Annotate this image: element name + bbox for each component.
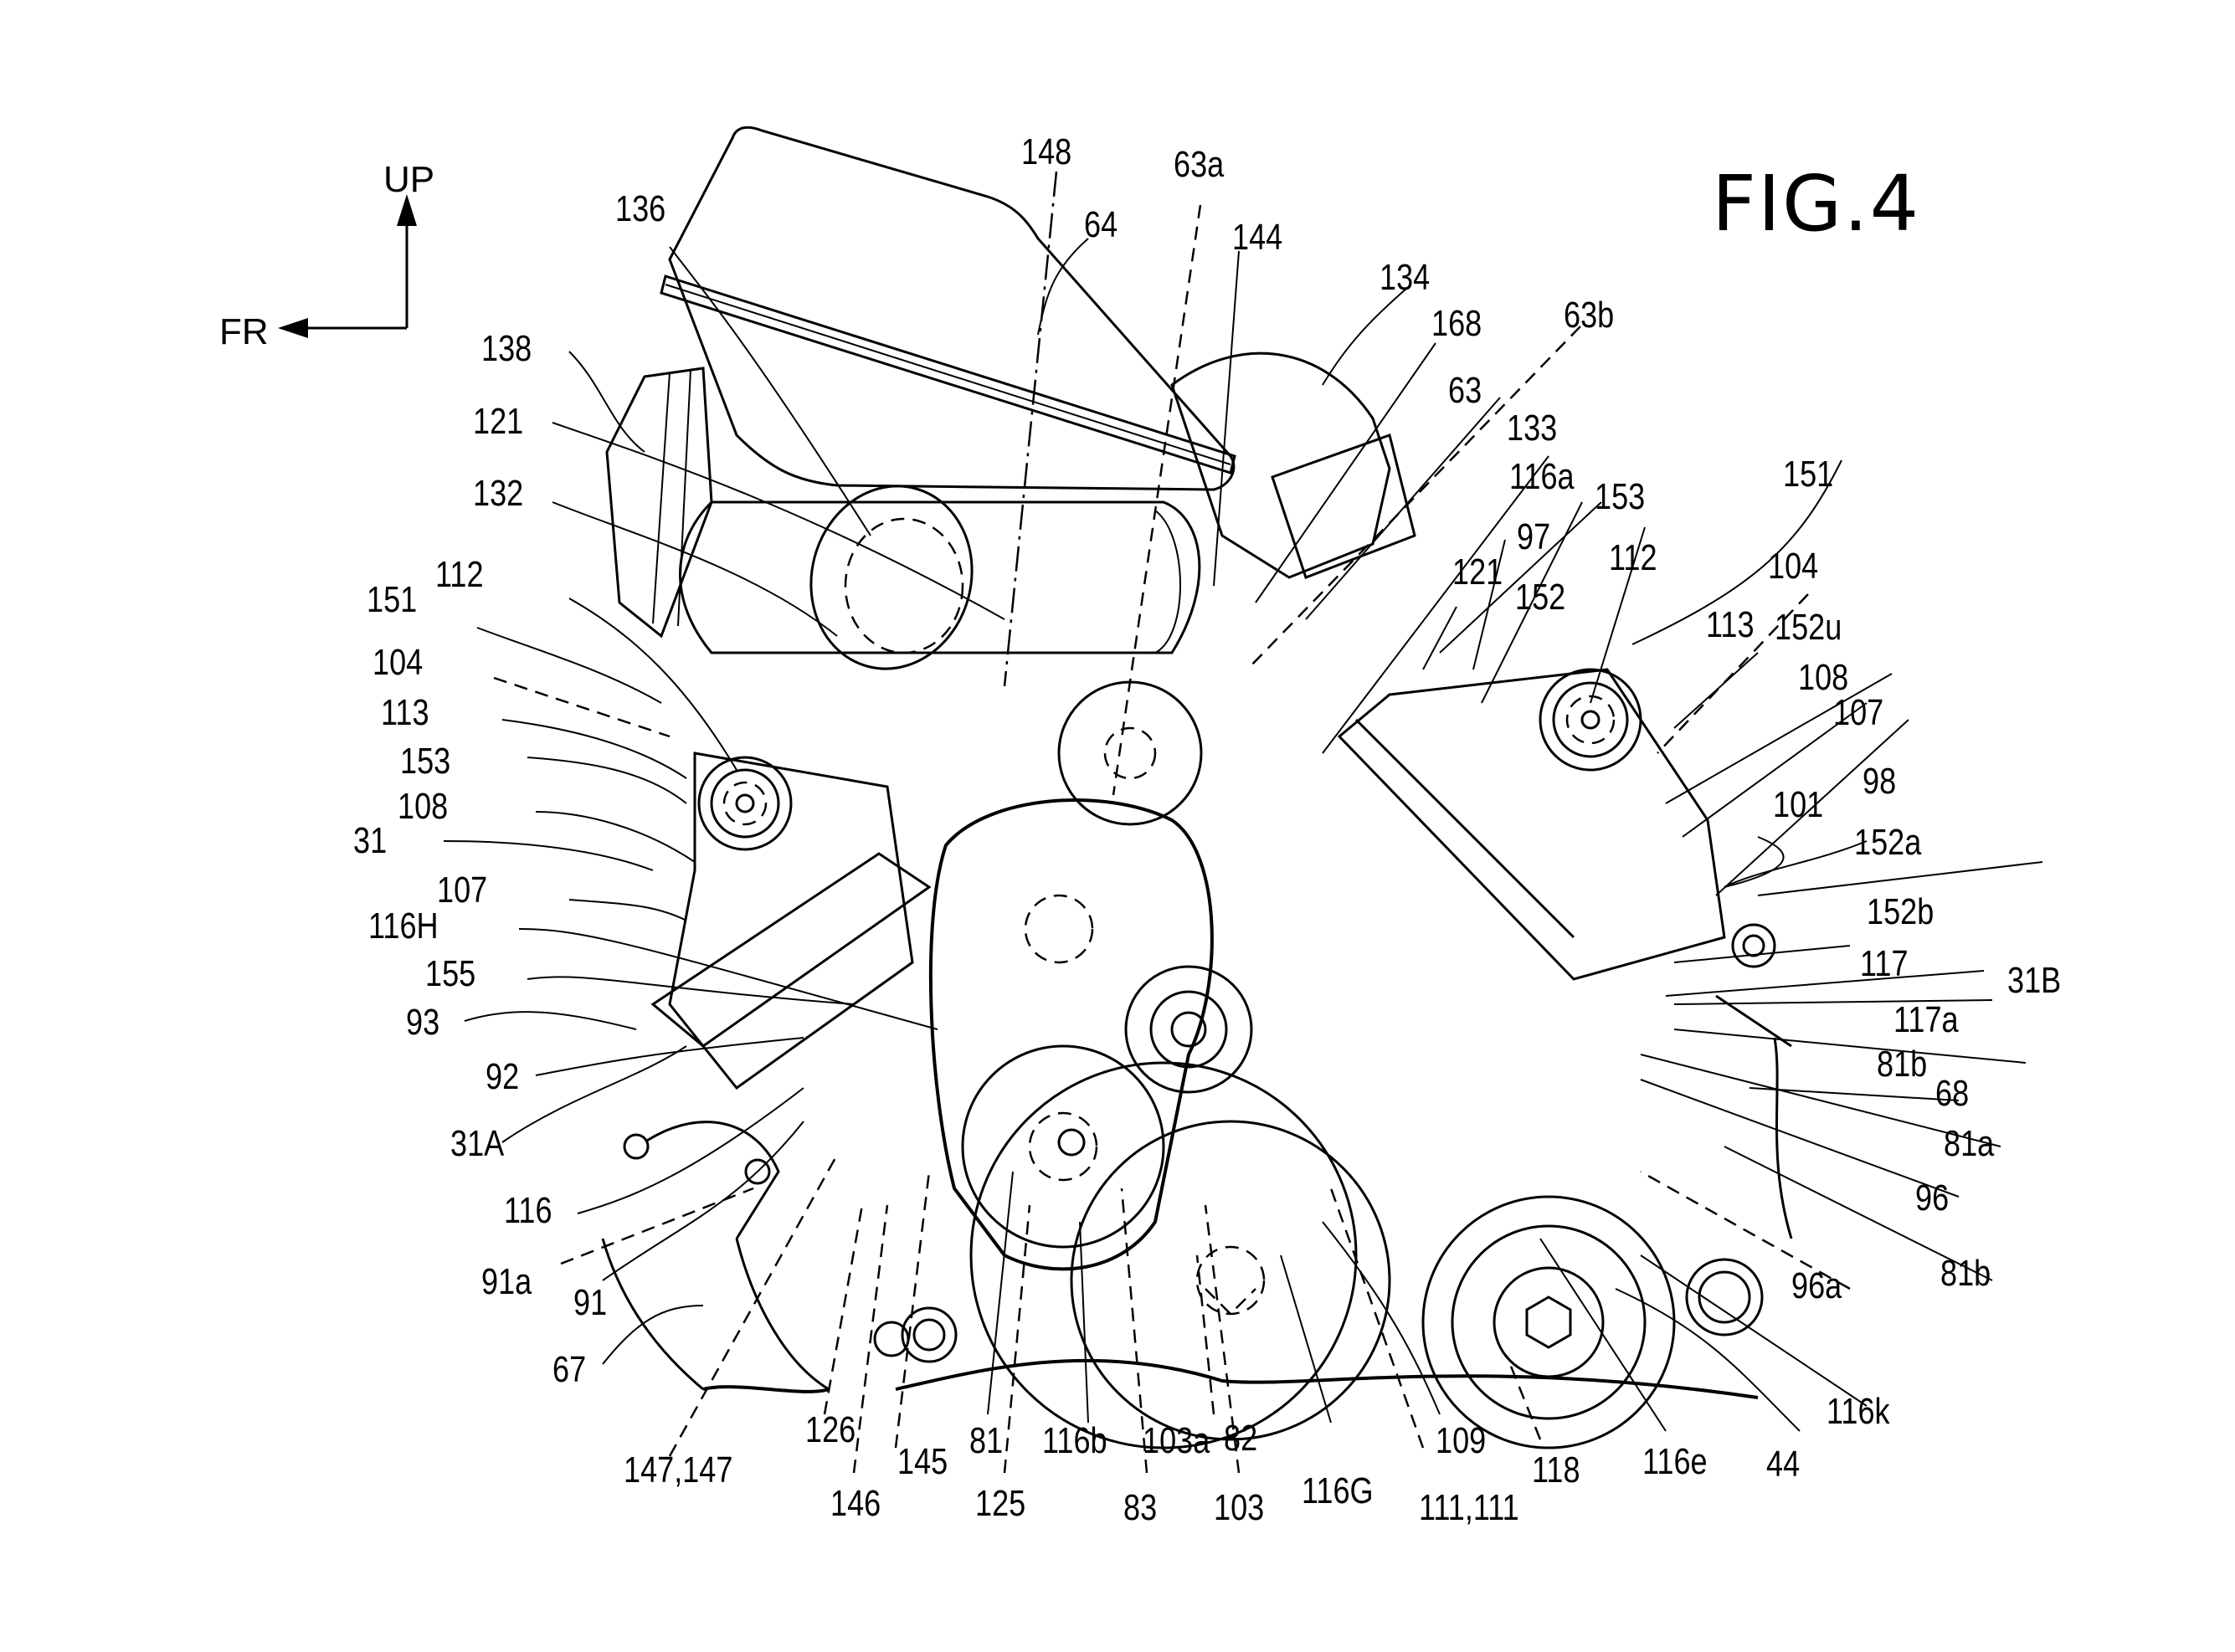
- ref-label-133: 133: [1507, 408, 1558, 449]
- ref-label-63a: 63a: [1174, 144, 1225, 185]
- ref-label-101: 101: [1773, 784, 1824, 825]
- ref-label-103a: 103a: [1143, 1420, 1210, 1461]
- ref-label-121-right: 121: [1452, 552, 1503, 593]
- ref-label-151-right: 151: [1783, 454, 1834, 495]
- ref-label-121-left: 121: [473, 401, 524, 442]
- ref-label-81a: 81a: [1944, 1123, 1995, 1164]
- ref-label-82: 82: [1224, 1418, 1258, 1459]
- figure-title: FIG.4: [1712, 159, 1921, 249]
- front-direction-label: FR: [219, 311, 269, 352]
- ref-label-81b-lower: 81b: [1940, 1253, 1991, 1294]
- ref-label-83: 83: [1123, 1487, 1158, 1528]
- ref-label-116a: 116a: [1509, 456, 1575, 497]
- ref-label-63: 63: [1448, 370, 1482, 411]
- throttle-body: [679, 485, 1201, 670]
- ref-label-67: 67: [552, 1349, 587, 1390]
- ref-label-112-right: 112: [1609, 537, 1657, 578]
- ref-label-136: 136: [615, 188, 666, 229]
- ref-label-116b: 116b: [1042, 1420, 1107, 1461]
- air-cleaner-box: [660, 126, 1236, 491]
- ref-label-145: 145: [897, 1441, 948, 1482]
- ref-label-117: 117: [1860, 943, 1909, 984]
- ref-label-146: 146: [830, 1483, 881, 1524]
- ref-label-126: 126: [805, 1409, 856, 1450]
- orientation-indicator: [278, 194, 417, 338]
- ref-label-81: 81: [969, 1420, 1004, 1461]
- ref-label-152a: 152a: [1854, 822, 1922, 863]
- output-sprocket: [1421, 1195, 1764, 1449]
- ref-label-96: 96: [1915, 1177, 1950, 1218]
- ref-label-116e: 116e: [1642, 1441, 1708, 1482]
- ref-label-109: 109: [1436, 1420, 1487, 1461]
- ref-label-44: 44: [1766, 1444, 1801, 1485]
- ref-label-104-right: 104: [1768, 546, 1819, 587]
- ref-label-93: 93: [406, 1002, 440, 1043]
- ref-label-116H: 116H: [368, 906, 439, 947]
- ref-label-152u: 152u: [1775, 607, 1842, 648]
- ref-label-144: 144: [1232, 217, 1283, 258]
- ref-label-81b-upper: 81b: [1877, 1044, 1928, 1085]
- rear-cylinder-head: [1337, 668, 1776, 981]
- ref-label-132: 132: [473, 473, 524, 514]
- up-arrow-head: [397, 194, 417, 226]
- ref-label-68: 68: [1935, 1073, 1970, 1114]
- ref-label-91: 91: [573, 1282, 608, 1323]
- ref-label-118: 118: [1532, 1449, 1580, 1490]
- ref-label-96a: 96a: [1791, 1265, 1842, 1306]
- ref-label-31A: 31A: [450, 1123, 505, 1164]
- front-cylinder-head: [650, 752, 932, 1090]
- ref-label-148: 148: [1021, 131, 1072, 172]
- ref-label-111-111: 111,111: [1419, 1487, 1519, 1528]
- ref-label-151-left: 151: [367, 579, 418, 620]
- exhaust-pipe: [601, 1121, 830, 1391]
- ref-label-152: 152: [1515, 577, 1566, 618]
- ref-label-104-left: 104: [372, 642, 424, 683]
- ref-label-98: 98: [1862, 761, 1897, 802]
- break-line: [702, 1358, 1759, 1399]
- ref-label-31B: 31B: [2007, 960, 2062, 1001]
- ref-label-155: 155: [425, 953, 476, 994]
- ref-label-153-right: 153: [1595, 476, 1646, 517]
- ref-label-168: 168: [1431, 303, 1482, 344]
- ref-label-153-left: 153: [400, 741, 451, 782]
- ref-label-113-left: 113: [381, 692, 429, 733]
- ref-label-91a: 91a: [481, 1261, 532, 1302]
- crank-area: [969, 680, 1391, 1449]
- ref-label-134: 134: [1380, 257, 1431, 298]
- ref-label-108-right: 108: [1798, 657, 1849, 698]
- fr-arrow-head: [278, 318, 308, 338]
- ref-label-112-left: 112: [435, 554, 484, 595]
- ref-label-152b: 152b: [1867, 891, 1934, 932]
- mount-boss: [873, 1306, 958, 1363]
- ref-label-31: 31: [353, 820, 388, 861]
- ref-label-107-right: 107: [1833, 692, 1884, 733]
- ref-label-116G: 116G: [1302, 1470, 1374, 1511]
- rear-air-duct: [1170, 351, 1416, 579]
- cam-chain-cover: [928, 798, 1214, 1271]
- ref-label-97: 97: [1517, 516, 1551, 557]
- ref-label-117a: 117a: [1893, 999, 1959, 1040]
- ref-label-108-left: 108: [398, 786, 449, 827]
- ref-label-63b: 63b: [1564, 295, 1615, 336]
- ref-label-92: 92: [486, 1056, 520, 1097]
- up-direction-label: UP: [383, 159, 435, 200]
- ref-label-147-147: 147,147: [624, 1449, 733, 1490]
- ref-label-107-left: 107: [437, 870, 488, 911]
- ref-label-116: 116: [504, 1190, 552, 1231]
- ref-label-64: 64: [1084, 204, 1118, 245]
- ref-label-113-right: 113: [1706, 604, 1755, 645]
- ref-label-138: 138: [481, 328, 532, 369]
- ref-label-116k: 116k: [1827, 1391, 1890, 1432]
- ref-label-103: 103: [1214, 1487, 1265, 1528]
- intake-funnel: [605, 367, 713, 639]
- ref-label-125: 125: [975, 1483, 1026, 1524]
- frame-rear: [1715, 994, 1793, 1239]
- leader-lines: [444, 172, 2043, 1474]
